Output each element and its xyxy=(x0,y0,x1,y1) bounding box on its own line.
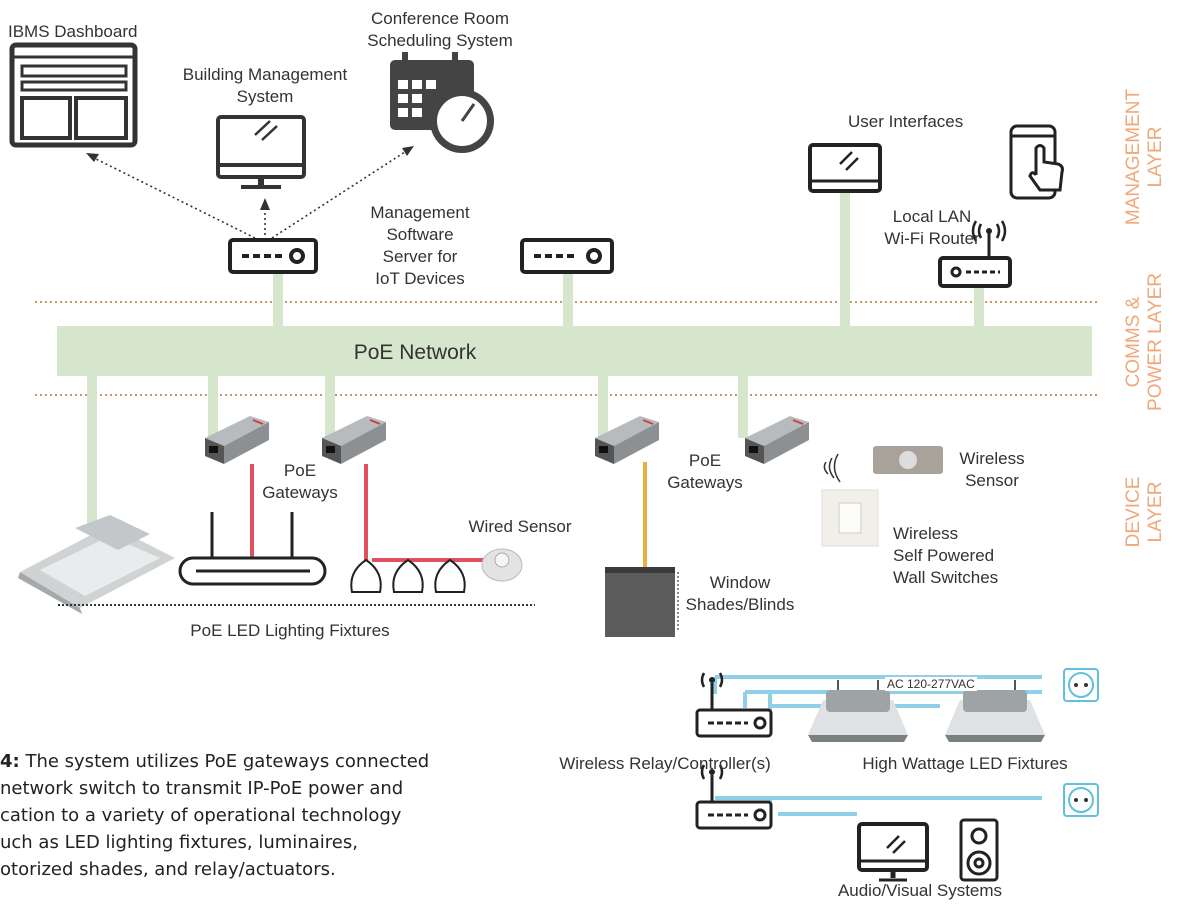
linear-fixture-icon xyxy=(178,512,327,586)
high-wattage-label: High Wattage LED Fixtures xyxy=(862,754,1068,773)
bms-label: Building Management System xyxy=(182,65,348,106)
window-shade-icon xyxy=(605,567,679,637)
ibms-dashboard-label: IBMS Dashboard xyxy=(8,22,138,41)
wireless-switches-label: Wireless Self Powered Wall Switches xyxy=(893,524,999,587)
wall-switch-icon xyxy=(821,489,879,547)
troffer-fixture-icon xyxy=(18,515,175,614)
user-interfaces-label: User Interfaces xyxy=(848,112,964,131)
relay-controller-top xyxy=(695,672,773,738)
arrow-heads xyxy=(86,146,414,210)
comms-power-layer-label: COMMS & POWER LAYER xyxy=(1123,273,1166,411)
power-outlet-icons xyxy=(1063,668,1099,817)
poe-gateway-icons xyxy=(205,416,809,464)
high-bay-fixture-icons xyxy=(808,680,1045,742)
poe-led-fixtures-label: PoE LED Lighting Fixtures xyxy=(190,621,390,640)
wired-sensor-icon xyxy=(481,548,523,582)
poe-gateways-left-label: PoE Gateways xyxy=(262,461,338,502)
conference-room-label: Conference Room Scheduling System xyxy=(367,9,513,50)
wireless-relay-label: Wireless Relay/Controller(s) xyxy=(559,754,771,773)
audio-visual-label: Audio/Visual Systems xyxy=(837,881,1003,900)
ac-voltage-label: AC 120-277VAC xyxy=(885,677,977,691)
relay-controller-bottom xyxy=(695,764,773,830)
window-shades-label: Window Shades/Blinds xyxy=(685,573,795,614)
poe-network-label: PoE Network xyxy=(353,341,477,364)
speaker-icon xyxy=(959,818,999,882)
av-monitor-icon xyxy=(857,822,929,882)
management-layer-label: MANAGEMENT LAYER xyxy=(1123,88,1166,226)
wireless-sensor-icon xyxy=(823,446,943,483)
lan-router-label: Local LAN Wi-Fi Router xyxy=(884,207,980,248)
device-layer-label: DEVICE LAYER xyxy=(1123,476,1166,548)
caption-text: The system utilizes PoE gateways connect… xyxy=(0,751,430,880)
management-arrows xyxy=(91,149,409,239)
mgmt-server-box-right xyxy=(520,238,614,274)
wired-sensor-label: Wired Sensor xyxy=(468,517,572,536)
ibms-dashboard-icon xyxy=(9,42,138,148)
tablet-touch-icon xyxy=(1009,124,1064,200)
poe-network-bus xyxy=(57,192,1092,530)
caption-prefix: 4: xyxy=(0,751,20,772)
wifi-router-icon xyxy=(938,220,1012,288)
figure-caption: 4: The system utilizes PoE gateways conn… xyxy=(0,748,500,883)
laptop-icon xyxy=(808,143,882,193)
mgmt-server-label: Management Software Server for IoT Devic… xyxy=(370,203,470,288)
mgmt-server-box-left xyxy=(228,238,318,274)
bms-monitor-icon xyxy=(216,115,306,189)
wireless-sensor-label: Wireless Sensor xyxy=(959,449,1025,490)
poe-gateways-right-label: PoE Gateways xyxy=(667,451,743,492)
led-bulb-icons xyxy=(350,558,466,593)
poe-red-cables xyxy=(250,464,490,562)
calendar-clock-icon xyxy=(390,52,494,153)
